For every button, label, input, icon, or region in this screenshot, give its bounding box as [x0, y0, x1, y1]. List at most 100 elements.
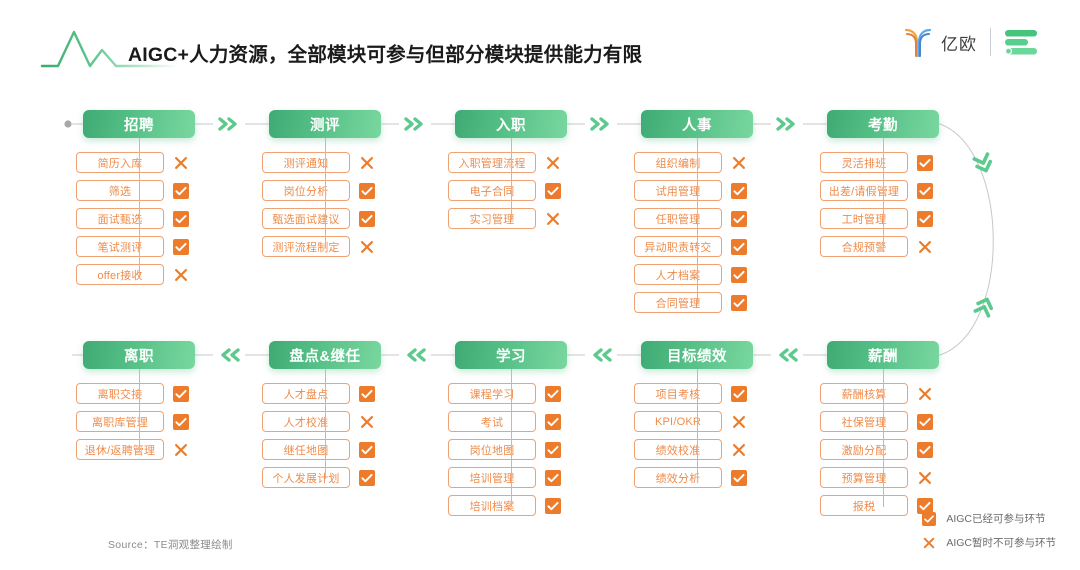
stage-column: 入职入职管理流程电子合同实习管理 [448, 110, 574, 229]
stage-item-list: 组织编制试用管理任职管理异动职责转交人才档案合同管理 [634, 152, 760, 313]
item-label[interactable]: KPI/OKR [634, 411, 722, 432]
item-label[interactable]: 报税 [820, 495, 908, 516]
chevron-right-icon [771, 116, 803, 137]
item-label[interactable]: 离职库管理 [76, 411, 164, 432]
stage-spine [139, 369, 140, 451]
item-label[interactable]: 简历入库 [76, 152, 164, 173]
item-label[interactable]: 异动职责转交 [634, 236, 722, 257]
check-icon [917, 497, 933, 514]
cross-icon [359, 155, 375, 171]
item-label[interactable]: 组织编制 [634, 152, 722, 173]
item-label[interactable]: 甄选面试建议 [262, 208, 350, 229]
check-icon [545, 413, 561, 430]
item-label[interactable]: 测评流程制定 [262, 236, 350, 257]
item-label[interactable]: 灵活排班 [820, 152, 908, 173]
item-label[interactable]: 任职管理 [634, 208, 722, 229]
item-label[interactable]: 出差/请假管理 [820, 180, 908, 201]
item-label[interactable]: 人才校准 [262, 411, 350, 432]
item-label[interactable]: 退休/返聘管理 [76, 439, 164, 460]
stage-spine [325, 369, 326, 479]
check-icon [731, 266, 747, 283]
legend-label: AIGC已经可参与环节 [946, 513, 1046, 525]
stage-item: 岗位地图 [448, 439, 561, 460]
item-label[interactable]: 个人发展计划 [262, 467, 350, 488]
item-label[interactable]: offer接收 [76, 264, 164, 285]
item-label[interactable]: 合同管理 [634, 292, 722, 313]
item-label[interactable]: 项目考核 [634, 383, 722, 404]
item-label[interactable]: 入职管理流程 [448, 152, 536, 173]
check-icon [731, 294, 747, 311]
item-label[interactable]: 薪酬核算 [820, 383, 908, 404]
check-icon [173, 182, 189, 199]
stage-item: 个人发展计划 [262, 467, 375, 488]
stage-spine [511, 138, 512, 220]
item-label[interactable]: 电子合同 [448, 180, 536, 201]
item-label[interactable]: 继任地图 [262, 439, 350, 460]
item-label[interactable]: 笔试测评 [76, 236, 164, 257]
stage-column: 测评测评通知岗位分析甄选面试建议测评流程制定 [262, 110, 388, 257]
item-label[interactable]: 离职交接 [76, 383, 164, 404]
stage-title[interactable]: 测评 [269, 110, 381, 138]
item-label[interactable]: 预算管理 [820, 467, 908, 488]
check-icon [359, 469, 375, 486]
stage-item: 激励分配 [820, 439, 933, 460]
item-label[interactable]: 绩效分析 [634, 467, 722, 488]
item-label[interactable]: 人才档案 [634, 264, 722, 285]
check-icon [731, 385, 747, 402]
check-icon [917, 182, 933, 199]
check-icon [545, 385, 561, 402]
stage-item: 绩效分析 [634, 467, 747, 488]
stage-spine [883, 369, 884, 507]
stage-item: 培训档案 [448, 495, 561, 516]
chevron-left-icon [213, 347, 245, 368]
item-label[interactable]: 人才盘点 [262, 383, 350, 404]
stage-title[interactable]: 人事 [641, 110, 753, 138]
item-label[interactable]: 面试甄选 [76, 208, 164, 229]
item-label[interactable]: 绩效校准 [634, 439, 722, 460]
stage-title[interactable]: 入职 [455, 110, 567, 138]
item-label[interactable]: 岗位分析 [262, 180, 350, 201]
cross-icon [545, 155, 561, 171]
chevron-right-icon [399, 116, 431, 137]
check-icon [917, 154, 933, 171]
stage-item: 离职库管理 [76, 411, 189, 432]
stage-item: 继任地图 [262, 439, 375, 460]
cross-icon [359, 239, 375, 255]
cross-icon [173, 267, 189, 283]
item-label[interactable]: 培训档案 [448, 495, 536, 516]
stage-title[interactable]: 学习 [455, 341, 567, 369]
stage-item: 电子合同 [448, 180, 561, 201]
check-icon [359, 210, 375, 227]
check-icon [359, 441, 375, 458]
item-label[interactable]: 社保管理 [820, 411, 908, 432]
stage-title[interactable]: 薪酬 [827, 341, 939, 369]
item-label[interactable]: 培训管理 [448, 467, 536, 488]
item-label[interactable]: 试用管理 [634, 180, 722, 201]
check-icon [731, 182, 747, 199]
stage-column: 薪酬薪酬核算社保管理激励分配预算管理报税 [820, 341, 946, 516]
item-label[interactable]: 考试 [448, 411, 536, 432]
item-label[interactable]: 测评通知 [262, 152, 350, 173]
stage-title[interactable]: 目标绩效 [641, 341, 753, 369]
stage-title[interactable]: 考勤 [827, 110, 939, 138]
stage-item-list: 测评通知岗位分析甄选面试建议测评流程制定 [262, 152, 388, 257]
item-label[interactable]: 课程学习 [448, 383, 536, 404]
check-icon [545, 441, 561, 458]
stage-item: 离职交接 [76, 383, 189, 404]
stage-title[interactable]: 离职 [83, 341, 195, 369]
chevron-right-icon [213, 116, 245, 137]
stage-title[interactable]: 盘点&继任 [269, 341, 381, 369]
item-label[interactable]: 岗位地图 [448, 439, 536, 460]
stage-spine [697, 369, 698, 479]
stage-title[interactable]: 招聘 [83, 110, 195, 138]
item-label[interactable]: 激励分配 [820, 439, 908, 460]
stage-column: 目标绩效项目考核 KPI/OKR 绩效校准绩效分析 [634, 341, 760, 488]
item-label[interactable]: 工时管理 [820, 208, 908, 229]
stage-item: 测评流程制定 [262, 236, 375, 257]
item-label[interactable]: 实习管理 [448, 208, 536, 229]
chevron-left-icon [399, 347, 431, 368]
item-label[interactable]: 合规预警 [820, 236, 908, 257]
item-label[interactable]: 筛选 [76, 180, 164, 201]
stage-item-list: 人才盘点人才校准继任地图个人发展计划 [262, 383, 388, 488]
